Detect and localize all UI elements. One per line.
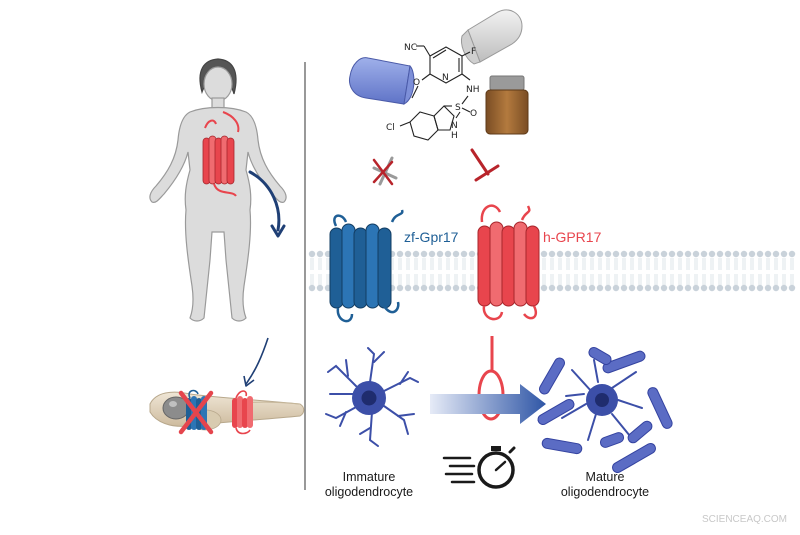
human-body-receptor (202, 111, 240, 197)
human-receptor (477, 204, 540, 321)
stopwatch-icon (442, 446, 516, 489)
atom-o-methoxy: O (413, 78, 420, 88)
mature-oligodendrocyte-processes (561, 359, 643, 441)
human-receptor-label: h-GPR17 (543, 229, 602, 245)
immature-oligodendrocyte (325, 347, 419, 447)
blue-capsule-icon (349, 57, 415, 105)
immature-label-line1: Immature (342, 470, 396, 484)
atom-o-sulfonyl: O (470, 109, 477, 119)
atom-s: S (455, 103, 461, 113)
immature-cell-label: Immature oligodendrocyte (294, 470, 444, 500)
curved-arrow-body-out (248, 170, 281, 232)
mature-label-line2: oligodendrocyte (560, 485, 650, 499)
medicine-bottle-icon (485, 75, 529, 135)
arrow-to-zebrafish (245, 337, 269, 385)
zebrafish-receptor (329, 209, 404, 323)
human-figure (149, 58, 287, 322)
chemical-structure (399, 45, 471, 141)
inhibition-arrow-icon (470, 148, 500, 182)
mature-cell-label: Mature oligodendrocyte (530, 470, 680, 500)
human-receptor-small-in-fish (232, 390, 253, 435)
immature-label-line2: oligodendrocyte (324, 485, 414, 499)
knockout-cross-icon (178, 390, 214, 435)
differentiation-arrow (430, 384, 546, 424)
atom-nc: NC (404, 43, 417, 53)
watermark: SCIENCEAQ.COM (702, 514, 787, 525)
atom-ring-n: N (442, 73, 449, 83)
mature-cell-nucleus (595, 393, 609, 407)
atom-indole-n: N (451, 121, 458, 131)
myelin-sheath-segments (537, 347, 673, 473)
atom-cl: Cl (386, 123, 395, 133)
immature-cell-nucleus (361, 390, 377, 406)
atom-indole-h: H (451, 131, 458, 141)
zebrafish-larva (149, 391, 305, 431)
atom-nh: NH (466, 85, 480, 95)
grey-capsule-icon (461, 9, 523, 65)
zebrafish-receptor-label: zf-Gpr17 (404, 229, 459, 245)
atom-f: F (471, 47, 476, 57)
blocked-inhibition-icon (372, 156, 398, 186)
mature-label-line1: Mature (585, 470, 625, 484)
